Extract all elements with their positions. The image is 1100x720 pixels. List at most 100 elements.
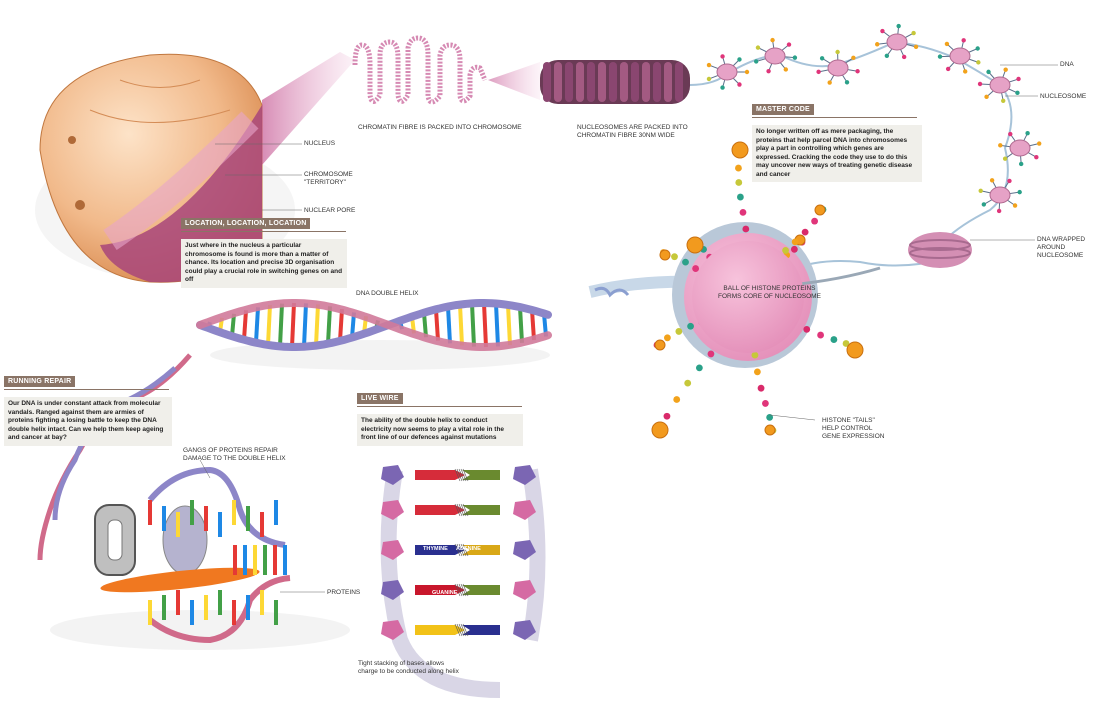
hydrogen-bond (458, 468, 465, 482)
tail-bead (742, 225, 750, 233)
mini-tail-bead (1002, 156, 1008, 161)
tail-bead (687, 322, 694, 330)
zoom-cone-nucleus (262, 52, 355, 165)
sugar-pentagon (513, 620, 536, 640)
base-thymine: THYMINE (423, 546, 448, 552)
mini-tail-bead (835, 49, 840, 55)
master-box-rule (752, 117, 917, 118)
hydrogen-bond (458, 583, 465, 597)
label-histone-tails: HISTONE "TAILS" HELP CONTROL GENE EXPRES… (822, 417, 885, 440)
tail-bead (790, 245, 798, 253)
mini-tail-bead (851, 55, 856, 60)
mini-tail-bead (875, 42, 880, 47)
repair-box-body: Our DNA is under constant attack from mo… (4, 397, 172, 446)
label-nucleosome: NUCLEOSOME (1040, 93, 1087, 100)
hydrogen-bond (458, 543, 465, 557)
mini-tail-bead (996, 208, 1002, 214)
nucleosome-coil (598, 62, 606, 102)
tail-bead (803, 325, 811, 333)
mini-nucleosome (875, 23, 919, 60)
hydrogen-bond (460, 468, 467, 482)
helix-base-pair (434, 309, 440, 341)
tail-bead (830, 336, 838, 343)
mini-tail-bead (720, 85, 725, 90)
mini-tail-bead (998, 143, 1003, 148)
label-nuclear-pore: NUCLEAR PORE (304, 207, 356, 214)
hydrogen-bond (454, 503, 461, 517)
nucleosome-coil (675, 62, 683, 102)
mini-tail-bead (1007, 178, 1012, 184)
hydrogen-bond (462, 543, 469, 557)
label-chromosome-territory: CHROMOSOME "TERRITORY" (304, 171, 353, 186)
tail-end (731, 141, 749, 159)
mini-nucleosome (937, 38, 981, 74)
mini-tail-bead (945, 66, 951, 72)
mini-tail-bead (884, 53, 890, 58)
master-box-body: No longer written off as mere packaging,… (752, 125, 922, 182)
mini-tail-bead (1025, 131, 1030, 136)
mini-tail-bead (737, 57, 742, 62)
helix-base-pair (518, 306, 524, 344)
tail-bead (675, 328, 683, 335)
mini-core (764, 47, 786, 65)
helix-strand-b (196, 299, 552, 351)
tail-bead (782, 247, 789, 254)
base-left (415, 625, 465, 635)
helix-base-pair (458, 304, 464, 346)
label-dna-wrapped: DNA WRAPPED AROUND NUCLEOSOME (1037, 236, 1086, 259)
hydrogen-bond (460, 583, 467, 597)
helix-base-pair (290, 302, 296, 348)
mini-nucleosomes (706, 23, 1042, 214)
tail-bead (663, 412, 671, 420)
tail-bead (739, 208, 747, 216)
helix-strand-a (196, 299, 552, 351)
wrapped-nucleosome (908, 232, 972, 268)
nucleosome-coil (642, 62, 650, 102)
tail-bead (735, 179, 743, 186)
hydrogen-bond (456, 468, 463, 482)
base-right (462, 470, 500, 480)
sugar-pentagon (381, 500, 404, 520)
sugar-pentagon (513, 500, 536, 520)
mini-tail-bead (816, 69, 821, 75)
nucleosome-coil (587, 62, 595, 102)
tail-end (846, 341, 864, 359)
mini-tail-bead (1016, 76, 1021, 82)
tail-end (686, 236, 704, 254)
base-right (462, 505, 500, 515)
base-left (415, 505, 465, 515)
mini-nucleosome (753, 37, 798, 74)
label-double-helix: DNA DOUBLE HELIX (356, 290, 419, 297)
mini-tail-bead (1015, 90, 1020, 96)
mini-tail-bead (963, 69, 968, 74)
mini-tail-bead (786, 42, 792, 47)
location-box-rule (181, 231, 346, 232)
helix-base-pair (530, 309, 536, 341)
tail-bead (673, 396, 681, 403)
live-box-rule (357, 406, 522, 407)
helix-base-pair (338, 308, 344, 342)
helix-base-pair (254, 307, 260, 343)
helix-base-pair (278, 303, 284, 347)
histone-ball-core (692, 241, 804, 353)
tail-bead (671, 253, 678, 261)
mini-tail-bead (944, 41, 950, 47)
hydrogen-bond (460, 503, 467, 517)
mini-tail-bead (792, 55, 798, 60)
nucleosome-coil (631, 62, 639, 102)
tail-bead (695, 364, 703, 372)
nucleosome-coil (653, 62, 661, 102)
hydrogen-bond (456, 503, 463, 517)
mini-tail-bead (901, 54, 907, 60)
mini-tail-bead (1001, 98, 1006, 103)
tail-bead (762, 400, 769, 407)
base-left (415, 470, 465, 480)
mini-core (949, 47, 971, 65)
base-left (415, 545, 465, 555)
mini-tail-bead (1018, 161, 1024, 167)
dna-double-helix (196, 299, 552, 370)
mini-tail-bead (976, 60, 981, 65)
hydrogen-bond (462, 623, 469, 637)
nucleosome-coil (664, 62, 672, 102)
leader-lines (199, 64, 1058, 593)
